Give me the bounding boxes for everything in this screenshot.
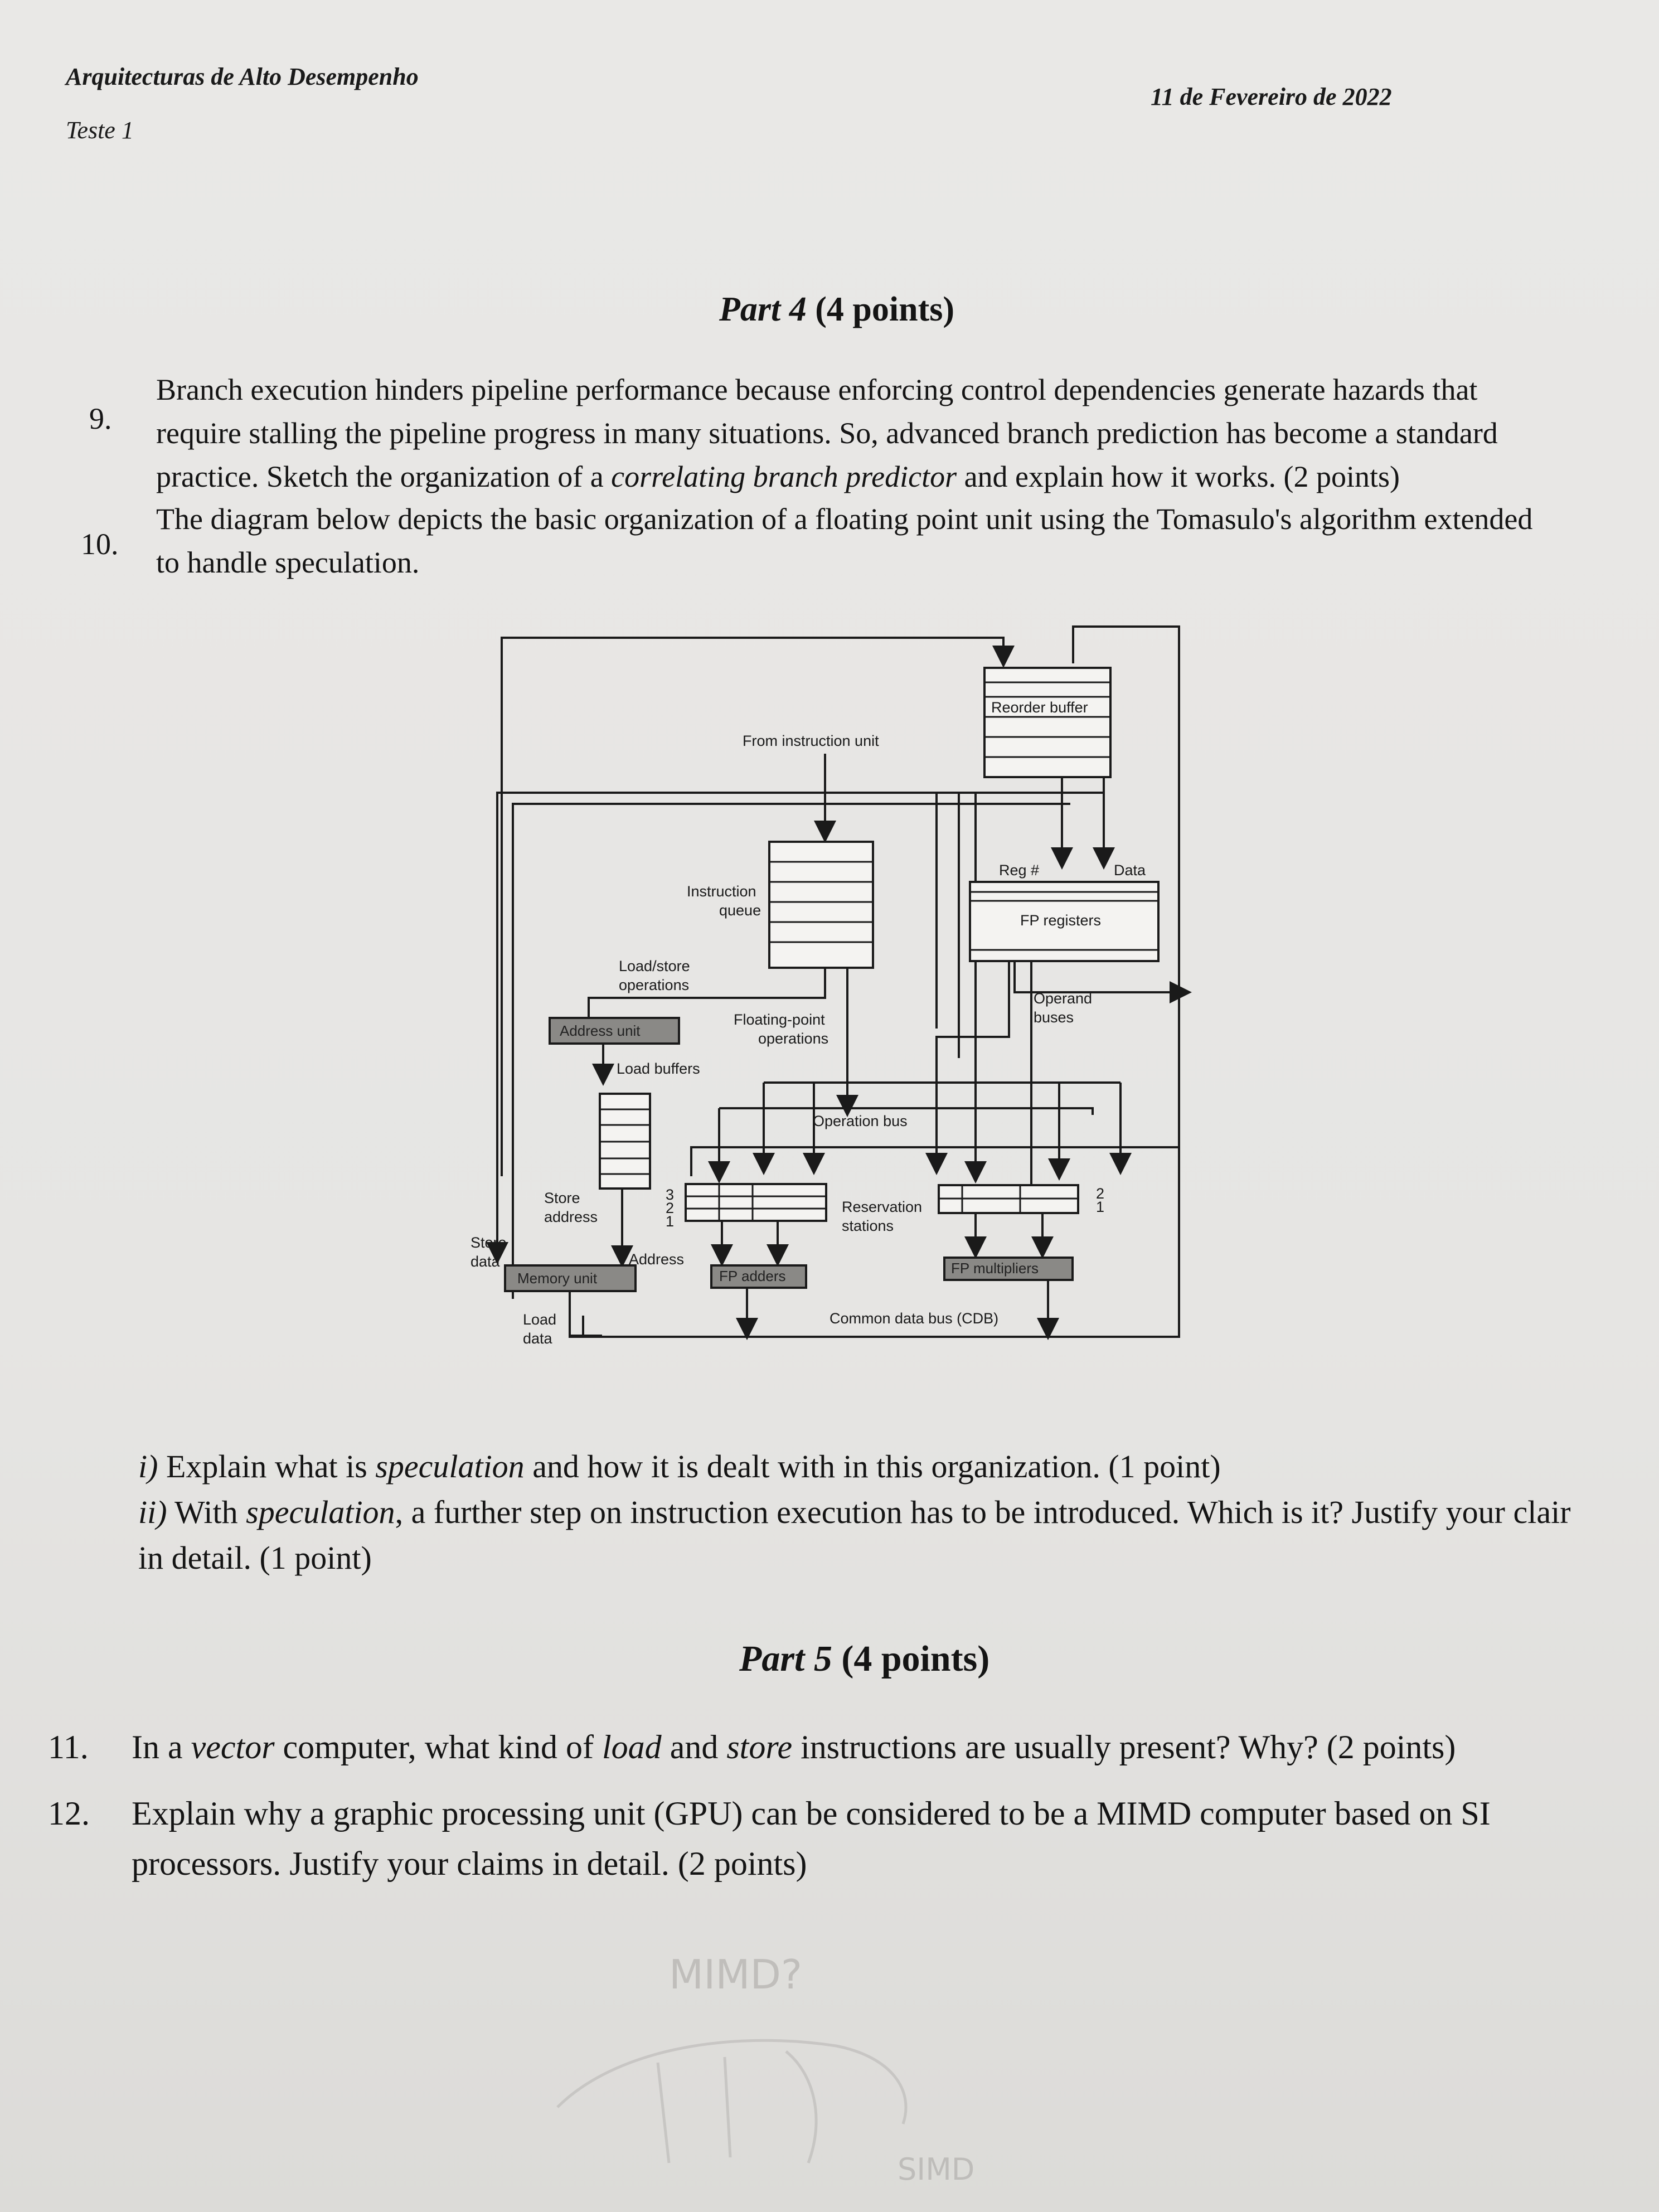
reg-num-label: Reg # — [999, 862, 1039, 879]
load-buffers — [599, 1093, 651, 1190]
store-data-label-1: Store — [470, 1234, 507, 1251]
test-label: Teste 1 — [66, 117, 134, 144]
q10-line1: The diagram below depicts the basic orga… — [156, 502, 1533, 536]
store-label: Store — [544, 1190, 580, 1206]
load-store-label: Load/store — [619, 958, 690, 974]
reorder-buffer: Reorder buffer — [983, 667, 1112, 778]
instruction-queue — [768, 841, 874, 969]
part5-points: (4 points) — [841, 1638, 990, 1679]
memory-unit-label: Memory unit — [517, 1270, 598, 1287]
part4-title: Part 4 — [719, 290, 807, 328]
tomasulo-speculation-diagram: Reorder buffer From instruction unit Ins… — [470, 625, 1192, 1347]
part4-heading: Part 4 (4 points) — [719, 290, 954, 329]
fp-operations-label: operations — [758, 1030, 828, 1047]
lb-num-1: 1 — [666, 1213, 674, 1230]
subquestion-i: i) Explain what is speculation and how i… — [138, 1448, 1221, 1485]
rs-num-2: 2 — [1096, 1185, 1104, 1202]
reservation-stations-multipliers — [938, 1184, 1079, 1214]
fp-multipliers: FP multipliers — [943, 1257, 1074, 1281]
reorder-buffer-label: Reorder buffer — [991, 699, 1088, 716]
address-unit-label: Address unit — [560, 1022, 641, 1039]
instruction-label: Instruction — [687, 883, 756, 900]
pencil-mark-simd: SIMD — [898, 2152, 975, 2187]
reservation-stations-adders — [685, 1183, 827, 1222]
q9-number: 9. — [89, 402, 112, 435]
q9-line2: require stalling the pipeline progress i… — [156, 416, 1498, 450]
q9-line3: practice. Sketch the organization of a c… — [156, 460, 1400, 493]
load-buffers-label: Load buffers — [617, 1060, 700, 1077]
course-title: Arquitecturas de Alto Desempenho — [66, 63, 419, 90]
q10-number: 10. — [81, 527, 119, 561]
subquestion-ii-cont: in detail. (1 point) — [138, 1540, 372, 1576]
part5-heading: Part 5 (4 points) — [739, 1638, 989, 1680]
q12-line2: processors. Justify your claims in detai… — [132, 1845, 807, 1882]
q12-line1: Explain why a graphic processing unit (G… — [132, 1795, 1491, 1832]
pencil-sketch — [556, 2039, 908, 2164]
operand-label: Operand — [1034, 990, 1092, 1007]
q9-text: Branch execution hinders pipeline perfor… — [156, 368, 1639, 498]
q12-number: 12. — [48, 1795, 90, 1832]
subquestion-ii: ii) With speculation, a further step on … — [138, 1494, 1571, 1530]
address-unit: Address unit — [549, 1017, 680, 1045]
stations-label: stations — [842, 1217, 894, 1234]
rob-input-line — [501, 637, 1015, 1176]
lb-num-2: 2 — [666, 1200, 674, 1216]
fp-multipliers-label: FP multipliers — [951, 1260, 1039, 1277]
q11: 11.In a vector computer, what kind of lo… — [48, 1729, 1456, 1765]
rs-num-1: 1 — [1096, 1199, 1104, 1215]
fp-adders-label: FP adders — [719, 1268, 785, 1284]
store-address-label: address — [544, 1209, 598, 1225]
lb-num-3: 3 — [666, 1186, 674, 1203]
fp-adders: FP adders — [710, 1264, 807, 1289]
reservation-label: Reservation — [842, 1199, 922, 1215]
from-instruction-unit-label: From instruction unit — [743, 733, 879, 749]
data-label: Data — [1114, 862, 1146, 879]
part4-points: (4 points) — [815, 290, 954, 328]
exam-date: 11 de Fevereiro de 2022 — [1151, 83, 1392, 110]
fp-registers-label: FP registers — [1020, 912, 1101, 929]
q10-line2: to handle speculation. — [156, 546, 420, 579]
store-data-label-2: data — [470, 1253, 501, 1270]
memory-unit: Memory unit — [504, 1264, 637, 1292]
load-store-operations-label: operations — [619, 977, 689, 993]
q11-number: 11. — [48, 1729, 89, 1765]
load-data-label: data — [523, 1330, 553, 1347]
operation-bus-label: Operation bus — [813, 1113, 908, 1129]
floating-point-label: Floating-point — [734, 1011, 825, 1028]
address-label: Address — [629, 1251, 684, 1268]
pencil-mark-mimd: MIMD? — [669, 1951, 803, 1998]
cdb-label: Common data bus (CDB) — [830, 1310, 998, 1327]
load-label: Load — [523, 1311, 556, 1328]
cdb-outer-line — [569, 625, 1180, 1338]
buses-label: buses — [1034, 1009, 1074, 1026]
fp-registers: FP registers — [969, 881, 1160, 962]
q9-line1: Branch execution hinders pipeline perfor… — [156, 373, 1478, 406]
subquestions: i) Explain what is speculation and how i… — [138, 1444, 1655, 1581]
q12: 12. Explain why a graphic processing unit… — [48, 1788, 1659, 1889]
queue-label: queue — [719, 902, 761, 919]
q10-text: The diagram below depicts the basic orga… — [156, 497, 1650, 584]
part5-title: Part 5 — [739, 1638, 832, 1679]
